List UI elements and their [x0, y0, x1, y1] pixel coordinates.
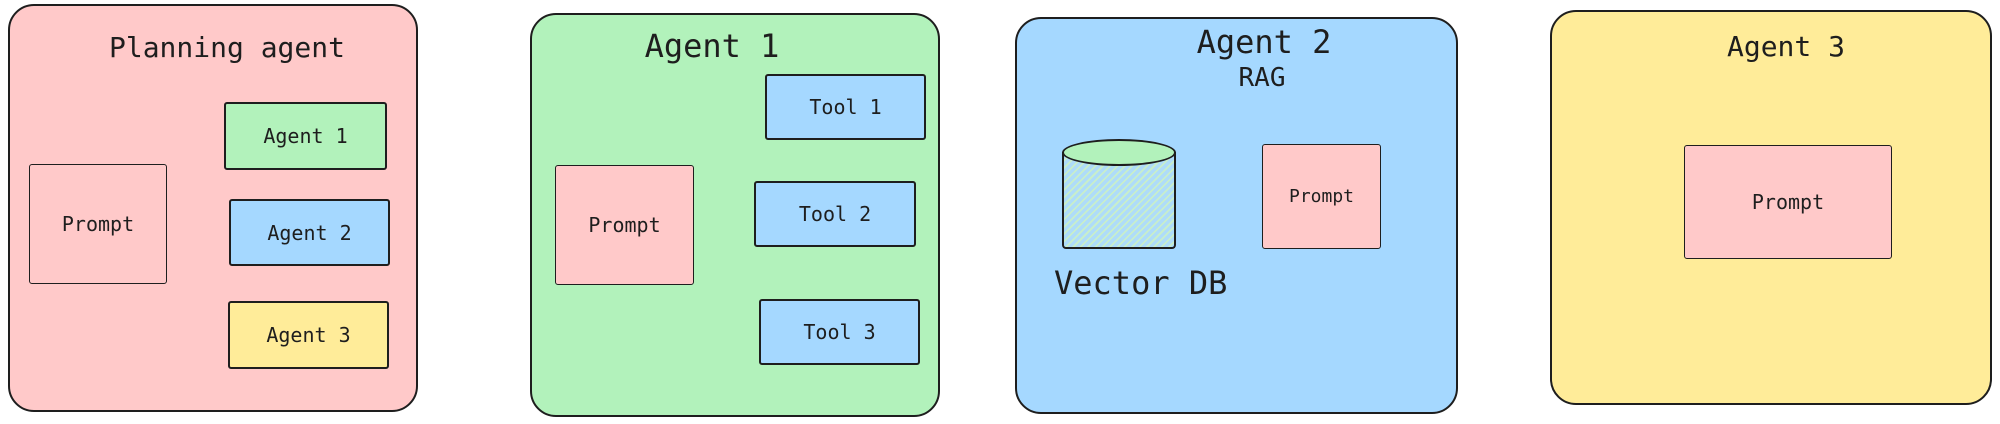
agent-2-prompt-label: Prompt [1288, 185, 1355, 207]
planning-agent-1-box: Agent 1 [224, 102, 387, 170]
agent-1-tool-2-box: Tool 2 [754, 181, 916, 247]
agent-3-title: Agent 3 [1726, 30, 1845, 63]
agent-1-prompt-label: Prompt [588, 213, 661, 237]
vector-db-cylinder-body [1062, 152, 1176, 249]
planning-agent-2-box: Agent 2 [229, 199, 390, 266]
planning-agent-2-label: Agent 2 [267, 220, 352, 245]
agent-2-subtitle: RAG [1238, 63, 1286, 93]
agent-1-tool-1-box: Tool 1 [765, 74, 926, 140]
agent-3-prompt-box: Prompt [1684, 145, 1892, 259]
planning-agent-3-label: Agent 3 [266, 323, 351, 347]
agent-1-tool-1-label: Tool 1 [809, 95, 882, 119]
agent-1-tool-3-box: Tool 3 [759, 299, 920, 365]
agent-2-container: Agent 2 RAG Vector DB Prompt [1015, 17, 1458, 414]
agent-2-title: Agent 2 [1196, 23, 1332, 61]
agent-1-container: Agent 1 Prompt Tool 1 Tool 2 Tool 3 [530, 13, 940, 417]
planning-prompt-box: Prompt [29, 164, 167, 284]
vector-db-label: Vector DB [1054, 264, 1228, 302]
planning-agent-3-box: Agent 3 [228, 301, 389, 369]
agent-1-tool-2-label: Tool 2 [798, 202, 872, 226]
agent-1-prompt-box: Prompt [555, 165, 694, 285]
planning-agent-title: Planning agent [108, 31, 345, 64]
agent-2-prompt-box: Prompt [1262, 144, 1381, 249]
agent-1-title: Agent 1 [644, 27, 780, 65]
agent-3-prompt-label: Prompt [1751, 190, 1825, 214]
planning-agent-container: Planning agent Prompt Agent 1 Agent 2 Ag… [8, 4, 418, 412]
planning-agent-1-label: Agent 1 [263, 124, 348, 148]
planning-prompt-label: Prompt [61, 212, 135, 236]
agent-3-container: Agent 3 Prompt [1550, 10, 1992, 405]
vector-db-cylinder-top [1062, 139, 1176, 166]
agent-1-tool-3-label: Tool 3 [803, 320, 876, 344]
